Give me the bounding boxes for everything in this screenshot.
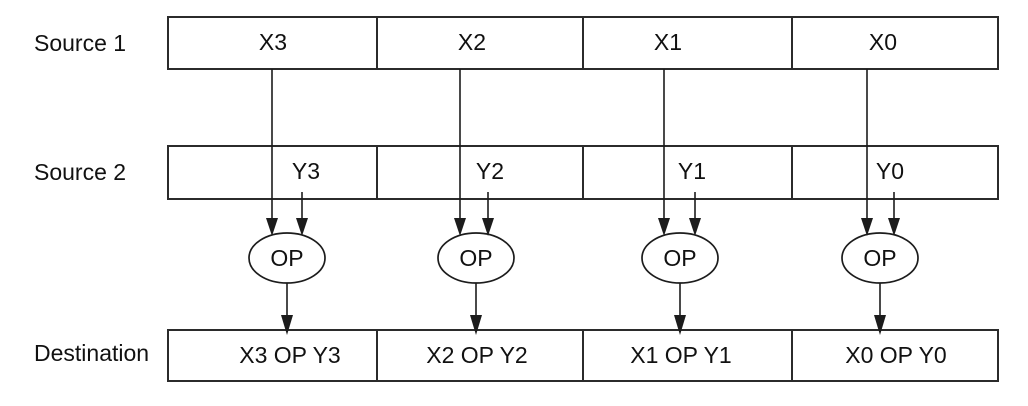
source1-row-label: Source 1	[34, 30, 126, 56]
op-label: OP	[663, 245, 696, 271]
destination-cell-3: X3 OP Y3	[239, 342, 340, 368]
arrow-x2-to-op-head	[454, 218, 466, 236]
source2-cell-y1: Y1	[678, 158, 706, 184]
arrow-x1-to-op-head	[658, 218, 670, 236]
source2-cell-y0: Y0	[876, 158, 904, 184]
op-node-lane3: OP	[248, 232, 326, 284]
lane3-arrows	[266, 69, 308, 335]
lane1-arrows	[658, 69, 701, 335]
arrow-op-to-destination-head	[470, 315, 482, 335]
op-label: OP	[863, 245, 896, 271]
destination-cell-0: X0 OP Y0	[845, 342, 946, 368]
lane0-arrows	[861, 69, 900, 335]
source2-register: Y3 Y2 Y1 Y0	[167, 145, 999, 200]
source2-cell-y2: Y2	[476, 158, 504, 184]
op-node-lane1: OP	[641, 232, 719, 284]
destination-cell-2: X2 OP Y2	[426, 342, 527, 368]
arrow-y3-to-op-head	[296, 218, 308, 236]
source2-cell-y3: Y3	[292, 158, 320, 184]
arrow-x0-to-op-head	[861, 218, 873, 236]
arrow-op-to-destination-head	[874, 315, 886, 335]
op-label: OP	[459, 245, 492, 271]
arrow-op-to-destination-head	[674, 315, 686, 335]
source1-cell-x3: X3	[259, 29, 287, 55]
source1-cell-x1: X1	[654, 29, 682, 55]
lane2-arrows	[454, 69, 494, 335]
op-node-lane2: OP	[437, 232, 515, 284]
arrow-y0-to-op-head	[888, 218, 900, 236]
source2-row-label: Source 2	[34, 159, 126, 185]
destination-row-label: Destination	[34, 340, 149, 366]
arrow-y1-to-op-head	[689, 218, 701, 236]
destination-cell-1: X1 OP Y1	[630, 342, 731, 368]
source1-register: X3 X2 X1 X0	[167, 16, 999, 70]
op-label: OP	[270, 245, 303, 271]
source1-cell-x2: X2	[458, 29, 486, 55]
arrow-y2-to-op-head	[482, 218, 494, 236]
op-node-lane0: OP	[841, 232, 919, 284]
arrow-op-to-destination-head	[281, 315, 293, 335]
destination-register: X3 OP Y3 X2 OP Y2 X1 OP Y1 X0 OP Y0	[167, 329, 999, 382]
source1-cell-x0: X0	[869, 29, 897, 55]
arrow-x3-to-op-head	[266, 218, 278, 236]
